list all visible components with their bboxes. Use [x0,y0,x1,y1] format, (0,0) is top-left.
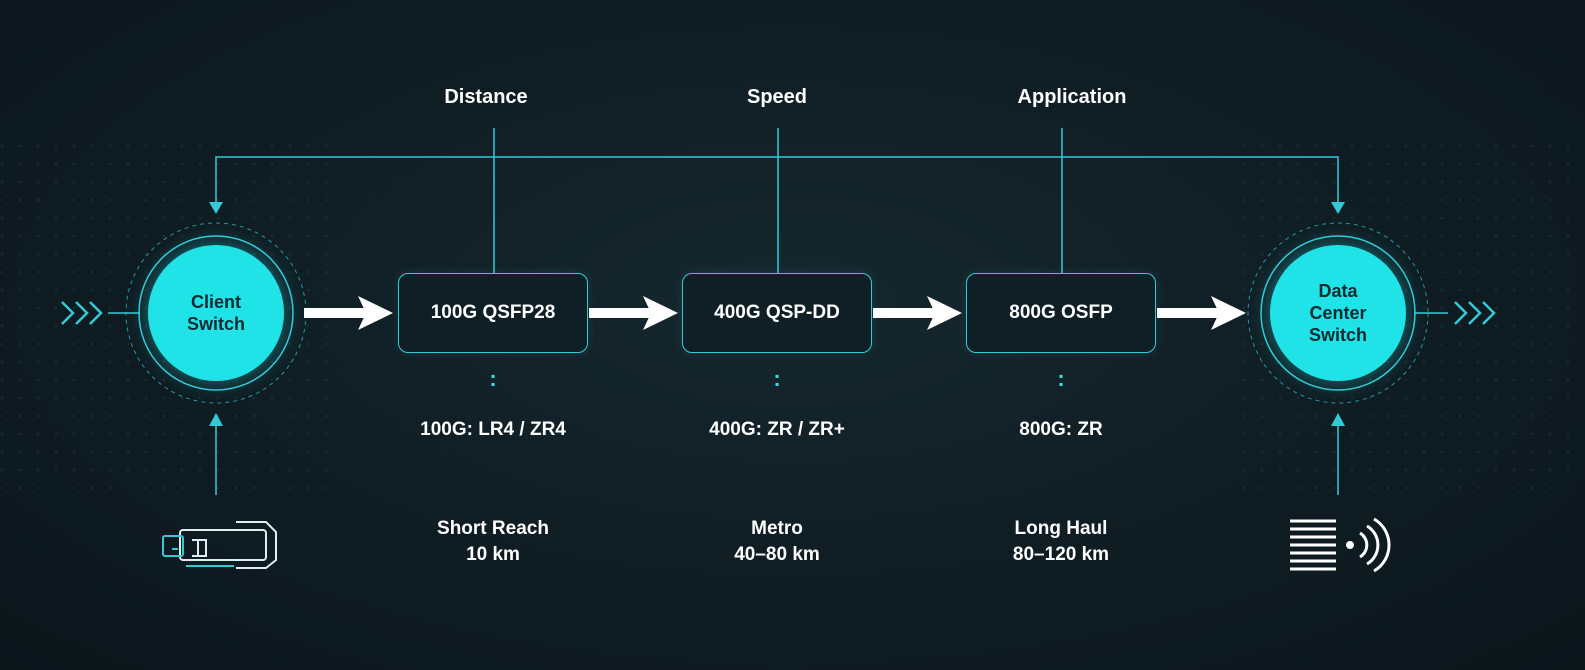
spec-400g: 400G: ZR / ZR+ [709,419,845,440]
data-center-switch-label-line3: Switch [1308,325,1367,345]
bus-arrowhead-left [209,202,223,214]
reach-long-haul: Long Haul 80–120 km [931,516,1191,568]
reach-metro: Metro 40–80 km [647,516,907,568]
right-feed-arrowhead [1331,413,1345,426]
module-box-100g: 100G QSFP28 [398,273,588,353]
client-switch-node: Client Switch [148,245,284,381]
reach-long-haul-title: Long Haul [1014,518,1108,539]
reach-metro-range: 40–80 km [734,544,820,565]
separator-dots-800g: : [1057,366,1065,391]
separator-dots-400g: : [773,366,781,391]
flow-arrow-1 [304,296,393,330]
header-distance: Distance [444,86,528,108]
reach-short-title: Short Reach [437,518,549,539]
header-speed: Speed [746,86,808,108]
flow-arrow-3 [873,296,962,330]
input-chevrons-icon [61,301,103,325]
flow-arrow-4 [1157,296,1246,330]
reach-metro-title: Metro [751,518,803,539]
client-switch-label-line2: Switch [186,314,245,334]
flow-arrows [304,296,1246,330]
client-switch-label-line1: Client [190,292,241,312]
signal-transmitter-icon [1290,517,1391,573]
header-application: Application [1017,86,1127,108]
module-box-400g: 400G QSP-DD [682,273,872,353]
spec-100g: 100G: LR4 / ZR4 [420,419,566,440]
feedback-bus [215,128,1339,273]
transceiver-module-icon [162,521,277,569]
data-center-switch-rings [1247,222,1429,404]
reach-short: Short Reach 10 km [363,516,623,568]
output-chevrons-icon [1454,301,1496,325]
flow-arrow-2 [589,296,678,330]
spec-800g: 800G: ZR [1019,419,1103,440]
reach-short-range: 10 km [466,544,520,565]
bus-arrowhead-right [1331,202,1345,214]
data-center-switch-label-line2: Center [1309,303,1367,323]
left-feed-arrowhead [209,413,223,426]
reach-long-haul-range: 80–120 km [1012,544,1110,565]
data-center-switch-node: Data Center Switch [1270,245,1406,381]
module-box-800g: 800G OSFP [966,273,1156,353]
separator-dots-100g: : [489,366,497,391]
data-center-switch-label-line1: Data [1318,281,1358,301]
